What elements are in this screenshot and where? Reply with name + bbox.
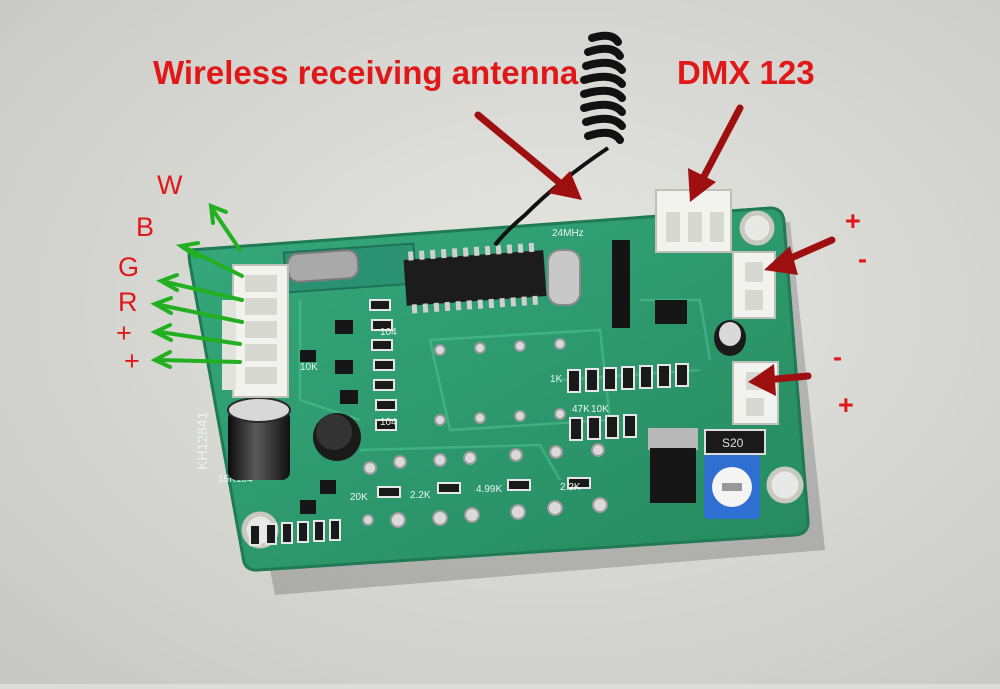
capacitor-icon	[313, 413, 361, 461]
arrow-icon	[474, 111, 582, 200]
silkscreen-label: 20K	[350, 492, 368, 503]
capacitor-icon	[227, 397, 291, 480]
pin-label-w: W	[157, 170, 183, 200]
pin-label-b: B	[136, 212, 155, 242]
power-bottom-plus: +	[838, 390, 854, 420]
diode: S20	[704, 429, 766, 455]
arrow-icon	[150, 296, 244, 324]
pin-header	[612, 240, 630, 328]
annotation-arrows	[474, 104, 836, 396]
main-ic	[403, 242, 547, 314]
arrow-icon	[688, 104, 744, 202]
pin-arrows	[150, 202, 244, 369]
silkscreen-label: 2.2K	[410, 490, 431, 501]
connector-icon	[732, 251, 776, 319]
arrow-icon	[156, 273, 244, 302]
silkscreen-label: 104	[380, 417, 397, 428]
dmx-label: DMX 123	[677, 54, 815, 91]
crystal-label: 24MHz	[552, 228, 584, 239]
arrow-icon	[208, 202, 242, 252]
silkscreen-label: 104	[380, 327, 397, 338]
pin-label-plus-1: +	[116, 318, 132, 348]
crystal	[547, 249, 581, 306]
pin-label-r: R	[118, 287, 138, 317]
antenna-coil-icon	[493, 31, 626, 247]
antenna-label: Wireless receiving antenna	[153, 54, 579, 91]
potentiometer-icon	[704, 455, 760, 519]
silkscreen-label: 10K	[591, 404, 609, 415]
diode-silkscreen: S20	[722, 436, 744, 450]
capacitor-icon	[714, 320, 746, 356]
arrow-icon	[764, 236, 836, 275]
mounting-hole	[739, 210, 775, 246]
smd-chips	[300, 300, 687, 514]
solder-pads	[362, 338, 608, 528]
silkscreen-label: 15K	[218, 474, 236, 485]
arrow-icon	[748, 364, 812, 396]
voltage-regulator	[648, 428, 698, 503]
silkscreen-label: 2.2K	[560, 482, 581, 493]
connector-icon	[222, 264, 289, 398]
power-bottom-minus: -	[833, 342, 842, 372]
arrow-icon	[150, 350, 242, 369]
silkscreen-label: 4.99K	[476, 484, 502, 495]
mounting-hole	[766, 466, 804, 504]
arrow-icon	[150, 323, 242, 346]
arrow-icon	[175, 241, 244, 278]
pin-label-g: G	[118, 252, 140, 282]
rf-module-can	[286, 249, 360, 283]
model-silkscreen: KH12841	[194, 411, 210, 470]
silkscreen-label: 47K	[572, 404, 590, 415]
smd-resistors	[249, 299, 689, 546]
silkscreen-label: 1K	[550, 374, 563, 385]
power-top-plus: +	[845, 206, 861, 236]
pin-label-plus-2: +	[124, 346, 140, 376]
silkscreen-label: 10K	[300, 362, 318, 373]
power-top-minus: -	[858, 244, 867, 274]
